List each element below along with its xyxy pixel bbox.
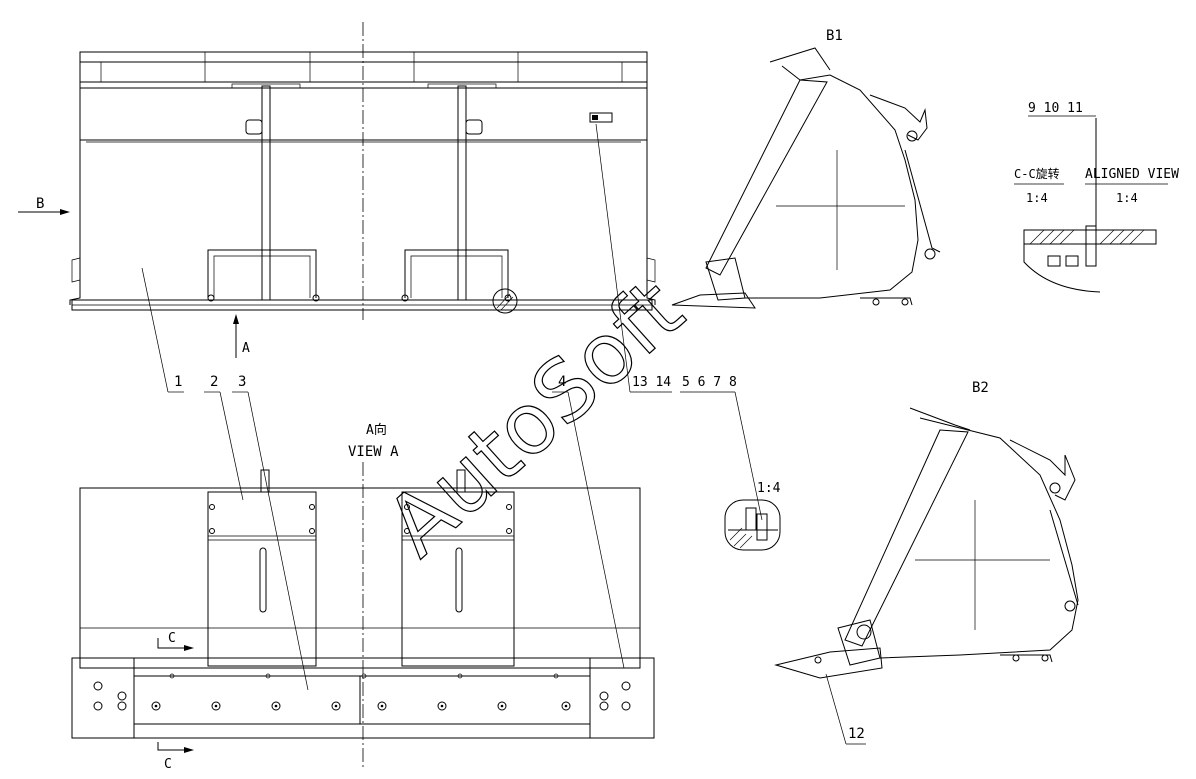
callout-12: 12 [848,726,865,742]
detail-scale: 1:4 [757,481,781,496]
label-c-bottom: C [164,757,172,772]
label-a-view-cn: A向 [366,422,387,438]
section-scale-left: 1:4 [1026,191,1048,205]
label-a-view-en: VIEW A [348,444,399,460]
view-a: A向 VIEW A [71,422,655,772]
callout-1: 1 [174,374,182,390]
view-a-arrow: A [233,314,250,358]
label-c-top: C [168,631,176,646]
callouts: 1 2 3 4 13 14 5 6 7 8 12 [141,123,866,745]
front-view [69,22,656,320]
label-a-arrow: A [242,341,250,356]
side-view-b1: B1 [671,28,941,309]
section-c-c: C-C旋转 1:4 ALIGNED VIEW 1:4 9 10 11 [1014,101,1179,293]
watermark: AutoSoft [368,261,702,575]
callout-9-10-11: 9 10 11 [1028,101,1083,116]
section-title-cn: C-C旋转 [1014,166,1060,181]
section-title-en: ALIGNED VIEW [1085,167,1179,182]
callout-4: 4 [558,374,566,390]
view-b-arrow: B [18,196,70,215]
callout-13-14: 13 14 [632,375,671,390]
detail-view: 1:4 [724,481,781,551]
edge-bolts [93,673,631,711]
label-b2: B2 [972,380,989,396]
section-hatching [1029,229,1145,245]
label-b1: B1 [826,28,843,44]
callout-5-8: 5 6 7 8 [682,375,737,390]
side-view-b2: B2 [774,380,1079,679]
label-b-arrow: B [36,196,44,212]
callout-2: 2 [210,374,218,390]
section-scale-right: 1:4 [1116,191,1138,205]
callout-3: 3 [238,374,246,390]
